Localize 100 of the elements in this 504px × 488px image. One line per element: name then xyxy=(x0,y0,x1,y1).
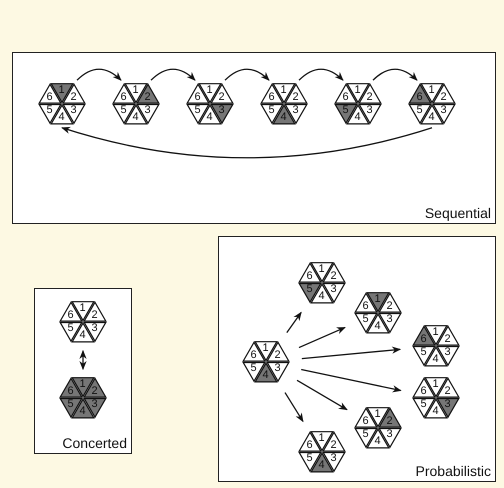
arrow xyxy=(284,392,304,422)
triangle-number: 2 xyxy=(366,90,373,103)
triangle-number: 4 xyxy=(432,353,439,366)
triangle-number: 5 xyxy=(342,104,349,116)
arrow xyxy=(298,68,344,81)
triangle-number: 5 xyxy=(420,398,427,410)
triangle-number: 3 xyxy=(330,283,337,296)
triangle-number: 3 xyxy=(91,398,98,410)
triangle-number: 5 xyxy=(306,283,313,296)
triangle-number: 4 xyxy=(79,405,86,418)
triangle-number: 2 xyxy=(91,308,98,321)
triangle-number: 5 xyxy=(362,428,369,440)
triangle-number: 6 xyxy=(362,414,369,427)
triangle-number: 6 xyxy=(306,438,313,451)
triangle-number: 1 xyxy=(374,292,381,305)
triangle-number: 2 xyxy=(330,270,337,282)
triangle-number: 4 xyxy=(132,111,139,124)
panel-title: Sequential xyxy=(424,205,491,221)
triangle-number: 2 xyxy=(386,300,393,312)
triangle-number: 1 xyxy=(280,84,287,96)
arrow xyxy=(302,346,402,360)
triangle-number: 2 xyxy=(218,90,225,103)
triangle-number: 1 xyxy=(132,84,139,96)
panel xyxy=(12,52,496,224)
triangle-number: 6 xyxy=(306,270,313,282)
triangle-number: 4 xyxy=(280,111,287,124)
triangle-number: 1 xyxy=(206,84,213,96)
triangle-number: 6 xyxy=(46,90,53,103)
triangle-number: 6 xyxy=(342,90,349,103)
triangle-number: 2 xyxy=(91,384,98,397)
triangle-number: 2 xyxy=(274,348,281,361)
triangle-number: 1 xyxy=(428,84,435,96)
triangle-number: 6 xyxy=(416,90,423,103)
triangle-number: 6 xyxy=(420,332,427,345)
triangle-number: 4 xyxy=(262,369,269,382)
triangle-number: 4 xyxy=(206,111,213,124)
triangle-number: 2 xyxy=(440,90,447,103)
triangle-number: 4 xyxy=(58,111,65,124)
triangle-number: 5 xyxy=(416,104,423,116)
triangle-number: 3 xyxy=(144,104,151,116)
triangle-number: 1 xyxy=(58,84,65,96)
triangle-number: 4 xyxy=(79,329,86,342)
triangle-number: 6 xyxy=(362,300,369,312)
arrow xyxy=(150,68,196,81)
triangle-number: 4 xyxy=(318,459,325,472)
triangle-number: 6 xyxy=(420,384,427,397)
triangle-number: 6 xyxy=(67,384,74,397)
arrow xyxy=(79,350,87,370)
arrow xyxy=(76,68,122,81)
triangle-number: 5 xyxy=(306,452,313,464)
triangle-number: 2 xyxy=(444,332,451,345)
triangle-number: 3 xyxy=(386,428,393,440)
arrow xyxy=(61,126,432,158)
triangle-number: 1 xyxy=(354,84,361,96)
triangle-number: 4 xyxy=(354,111,361,124)
triangle-number: 2 xyxy=(144,90,151,103)
triangle-number: 3 xyxy=(366,104,373,116)
triangle-number: 1 xyxy=(432,326,439,338)
triangle-number: 6 xyxy=(250,348,257,361)
triangle-number: 1 xyxy=(79,378,86,390)
triangle-number: 3 xyxy=(386,313,393,326)
triangle-number: 1 xyxy=(262,342,269,354)
triangle-number: 3 xyxy=(218,104,225,116)
triangle-number: 3 xyxy=(330,452,337,464)
arrow xyxy=(286,312,302,333)
panel-title: Concerted xyxy=(62,435,127,451)
triangle-number: 3 xyxy=(91,322,98,334)
arrow xyxy=(301,368,402,392)
triangle-number: 5 xyxy=(250,362,257,374)
triangle-number: 3 xyxy=(292,104,299,116)
triangle-number: 5 xyxy=(67,398,74,410)
arrow xyxy=(224,68,270,81)
triangle-number: 2 xyxy=(70,90,77,103)
triangle-number: 2 xyxy=(292,90,299,103)
triangle-number: 5 xyxy=(420,346,427,358)
triangle-number: 3 xyxy=(444,346,451,358)
triangle-number: 5 xyxy=(67,322,74,334)
triangle-number: 6 xyxy=(268,90,275,103)
panel-title: Probabilistic xyxy=(416,463,491,479)
triangle-number: 5 xyxy=(268,104,275,116)
triangle-number: 3 xyxy=(444,398,451,410)
triangle-number: 3 xyxy=(274,362,281,374)
arrow xyxy=(296,380,348,410)
panel xyxy=(218,236,496,482)
triangle-number: 4 xyxy=(318,290,325,302)
triangle-number: 4 xyxy=(432,405,439,418)
triangle-number: 6 xyxy=(120,90,127,103)
triangle-number: 3 xyxy=(70,104,77,116)
triangle-number: 5 xyxy=(362,313,369,326)
triangle-number: 6 xyxy=(67,308,74,321)
triangle-number: 5 xyxy=(120,104,127,116)
triangle-number: 5 xyxy=(46,104,53,116)
triangle-number: 1 xyxy=(79,302,86,314)
triangle-number: 1 xyxy=(318,432,325,444)
arrow xyxy=(298,326,346,348)
triangle-number: 2 xyxy=(330,438,337,451)
panel xyxy=(34,288,132,454)
triangle-number: 1 xyxy=(374,408,381,420)
triangle-number: 2 xyxy=(444,384,451,397)
triangle-number: 3 xyxy=(440,104,447,116)
